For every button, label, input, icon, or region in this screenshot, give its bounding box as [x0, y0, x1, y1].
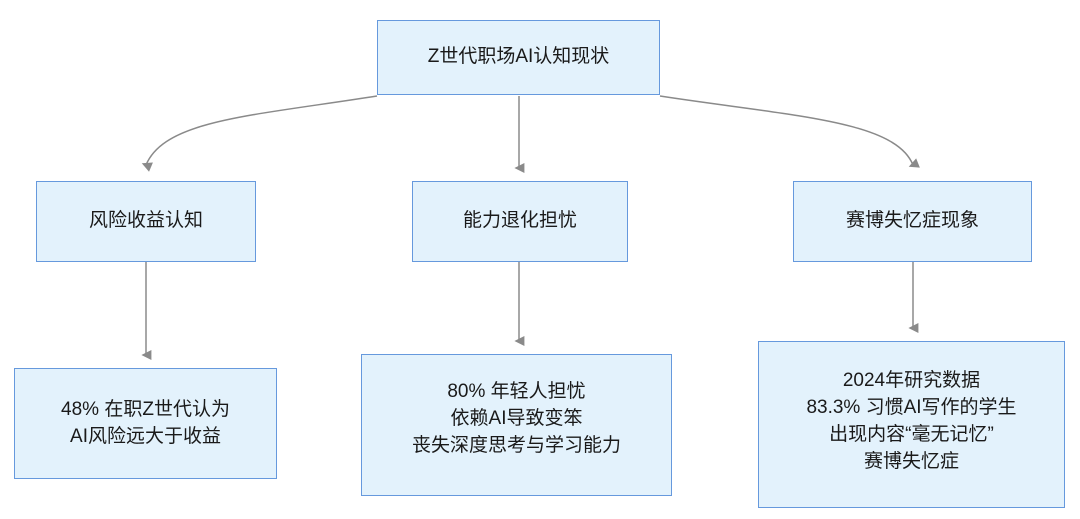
- node-capability-decline-worry-label: 能力退化担忧: [462, 210, 577, 232]
- node-cyber-amnesia-phenomenon[interactable]: 赛博失忆症现象: [793, 181, 1032, 262]
- node-risk-benefit-perception[interactable]: 风险收益认知: [36, 181, 256, 262]
- node-cyber-amnesia-detail-line-2: 83.3% 习惯AI写作的学生: [806, 396, 1017, 418]
- node-root[interactable]: Z世代职场AI认知现状: [377, 20, 660, 95]
- node-risk-benefit-detail-line-2: AI风险远大于收益: [70, 425, 221, 447]
- node-capability-decline-detail-line-3: 丧失深度思考与学习能力: [411, 434, 621, 456]
- node-root-label: Z世代职场AI认知现状: [427, 46, 610, 68]
- node-cyber-amnesia-detail-line-4: 赛博失忆症: [863, 450, 959, 472]
- node-capability-decline-detail-line-2: 依赖AI导致变笨: [450, 407, 583, 429]
- node-risk-benefit-detail-line-1: 48% 在职Z世代认为: [61, 398, 230, 420]
- node-risk-benefit-detail[interactable]: 48% 在职Z世代认为 AI风险远大于收益: [14, 368, 277, 479]
- node-risk-benefit-perception-label: 风险收益认知: [88, 210, 203, 232]
- node-capability-decline-detail[interactable]: 80% 年轻人担忧 依赖AI导致变笨 丧失深度思考与学习能力: [361, 354, 672, 496]
- edge-root-to-risk: [141, 95, 378, 172]
- node-cyber-amnesia-detail-line-3: 出现内容“毫无记忆”: [829, 423, 994, 445]
- node-cyber-amnesia-phenomenon-label: 赛博失忆症现象: [845, 210, 979, 232]
- node-cyber-amnesia-detail-line-1: 2024年研究数据: [842, 370, 981, 391]
- node-capability-decline-detail-line-1: 80% 年轻人担忧: [447, 381, 586, 402]
- node-capability-decline-worry[interactable]: 能力退化担忧: [412, 181, 628, 262]
- edge-root-to-amnesia: [659, 95, 920, 168]
- node-cyber-amnesia-detail[interactable]: 2024年研究数据 83.3% 习惯AI写作的学生 出现内容“毫无记忆” 赛博失…: [758, 341, 1065, 508]
